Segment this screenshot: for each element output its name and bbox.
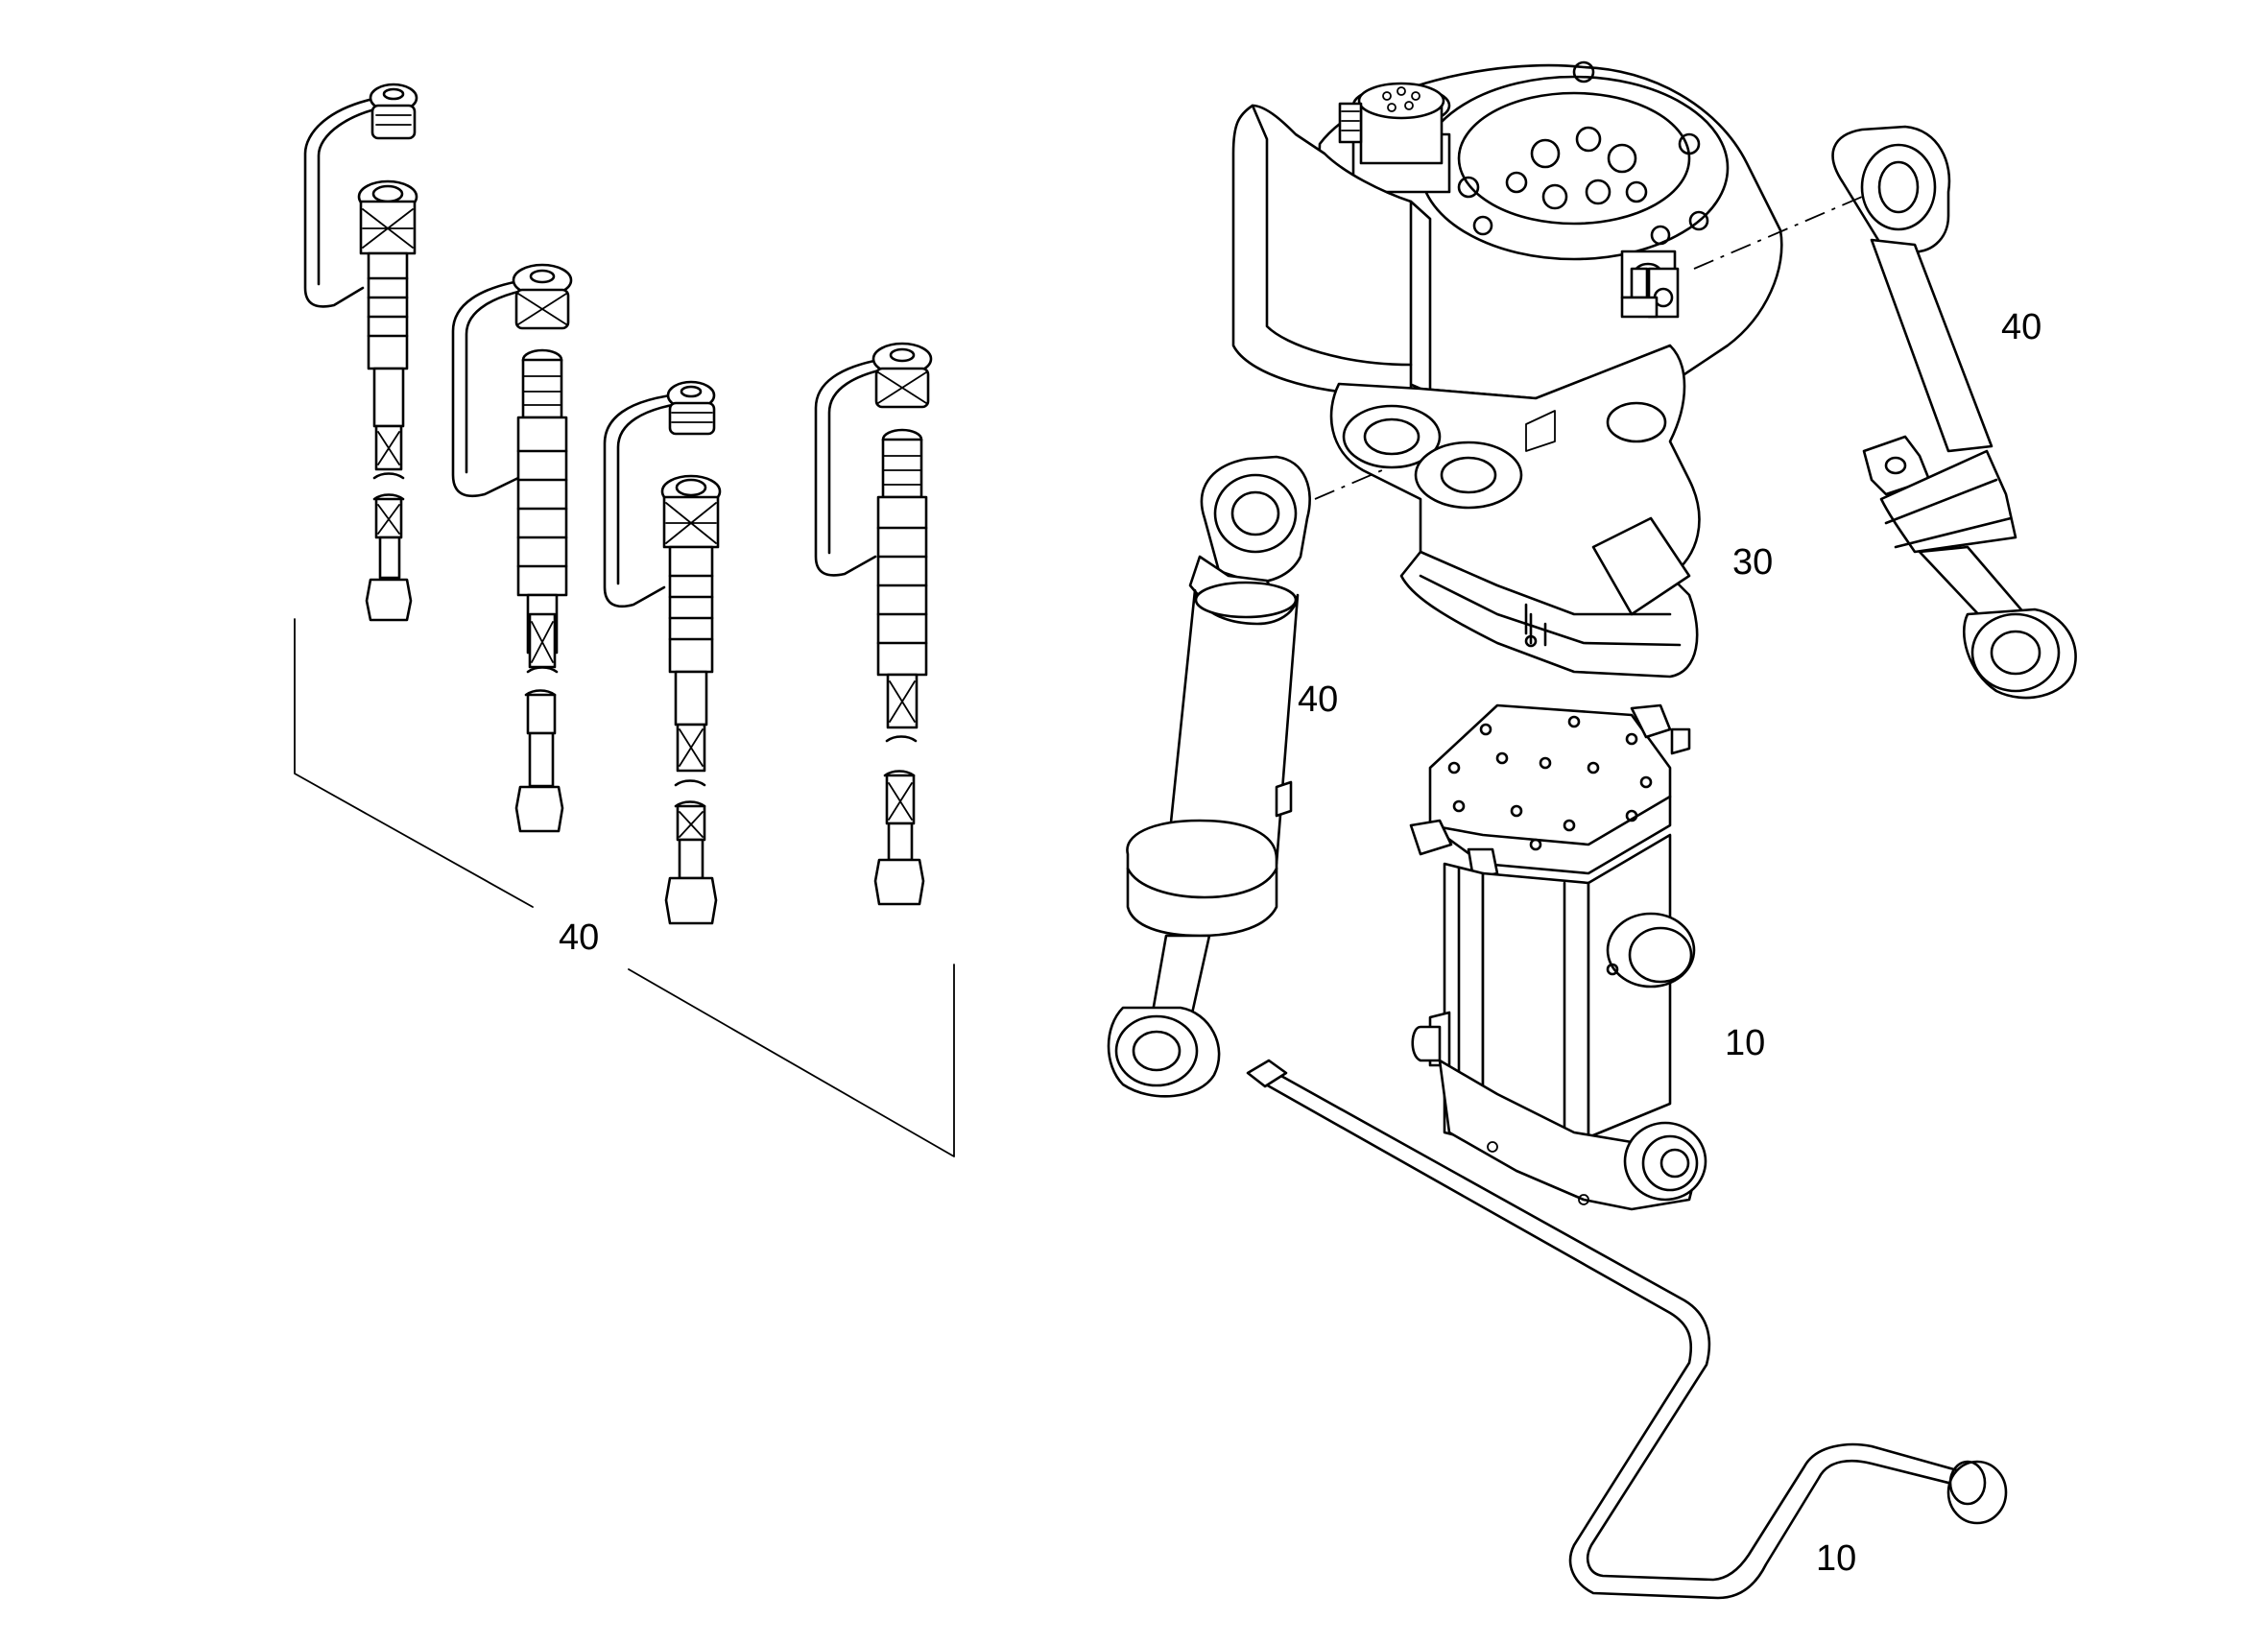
hydraulic-hose-1 bbox=[303, 83, 418, 622]
hydraulic-hose-3 bbox=[603, 380, 722, 925]
lift-cylinder-right bbox=[1693, 125, 2077, 700]
hydraulic-pipe bbox=[1246, 1059, 2008, 1600]
callout-cylinder-left: 40 bbox=[1298, 679, 1339, 720]
lift-housing bbox=[1231, 60, 1783, 679]
hose-kit-group bbox=[294, 83, 955, 1157]
callout-hose-kit: 40 bbox=[559, 917, 600, 958]
callout-pipe: 10 bbox=[1816, 1538, 1857, 1579]
hydraulic-hose-2 bbox=[451, 263, 573, 833]
callout-cylinder-right: 40 bbox=[2001, 307, 2042, 347]
hydraulic-hose-4 bbox=[814, 342, 933, 906]
hose-kit-bracket bbox=[294, 618, 955, 1157]
lift-cylinder-left bbox=[1107, 455, 1383, 1098]
callout-valve-block: 10 bbox=[1725, 1023, 1766, 1063]
control-valve-block bbox=[1409, 703, 1707, 1211]
callout-lift-housing: 30 bbox=[1732, 542, 1774, 583]
